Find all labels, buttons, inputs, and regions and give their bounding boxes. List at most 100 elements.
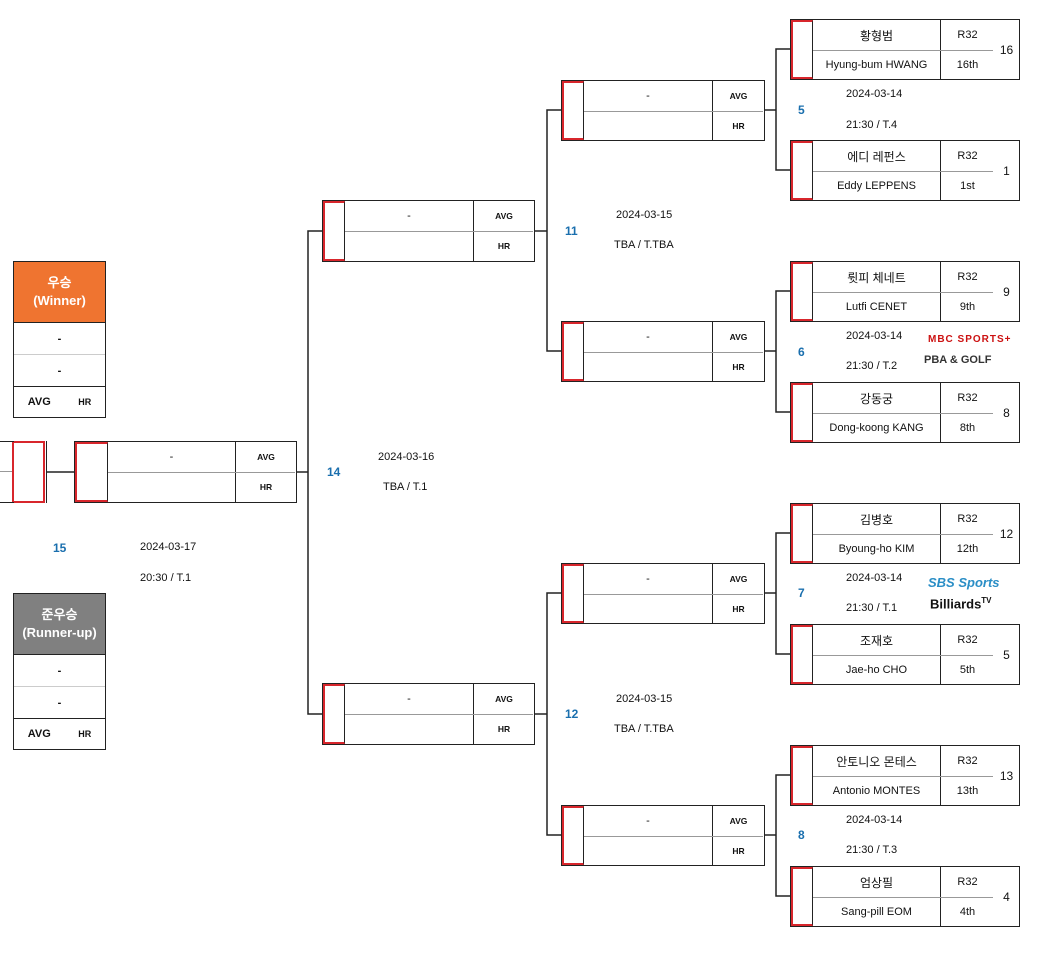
rank-label: 13th xyxy=(940,776,994,806)
player-name-en: Jae-ho CHO xyxy=(845,664,908,676)
match-number: 14 xyxy=(327,465,341,479)
slot-name: - xyxy=(407,210,411,222)
sf-slot-2[interactable]: - AVG HR xyxy=(322,683,535,745)
slot-name: - xyxy=(646,90,650,102)
player-slot-7[interactable]: 안토니오 몬테스 Antonio MONTES R32 13th xyxy=(790,745,995,806)
round-label: R32 xyxy=(940,20,994,50)
sf-slot-1[interactable]: - AVG HR xyxy=(322,200,535,262)
avg-label: AVG xyxy=(473,201,534,231)
hr-label: HR xyxy=(712,836,764,866)
rank-label: 5th xyxy=(940,655,994,685)
runnerup-hr-label: HR xyxy=(78,729,92,739)
player-slot-4[interactable]: 강동궁 Dong-koong KANG R32 8th xyxy=(790,382,995,443)
rank-label: 9th xyxy=(940,292,994,322)
seed-number: 4 xyxy=(994,866,1020,927)
pba-golf-logo: PBA & GOLF xyxy=(924,354,992,366)
player-name-kr: 조재호 xyxy=(859,633,894,648)
match-number: 11 xyxy=(565,224,578,238)
player-name-kr: 륏피 체네트 xyxy=(847,270,906,285)
avg-label: AVG xyxy=(712,81,764,111)
match-date: 2024-03-14 xyxy=(846,330,903,342)
slot-name: - xyxy=(646,331,650,343)
player-name-kr: 에디 레펀스 xyxy=(847,149,906,164)
player-name-en: Antonio MONTES xyxy=(832,785,921,797)
avg-label: AVG xyxy=(235,442,296,472)
slot-name: - xyxy=(407,693,411,705)
match-time: 20:30 / T.1 xyxy=(140,572,192,584)
match-date: 2024-03-17 xyxy=(140,541,197,553)
player-slot-8[interactable]: 엄상필 Sang-pill EOM R32 4th xyxy=(790,866,995,927)
match-date: 2024-03-15 xyxy=(616,209,673,221)
slot-name: - xyxy=(646,815,650,827)
round-label: R32 xyxy=(940,141,994,171)
winner-card: 우승 (Winner) - - AVG HR xyxy=(13,261,106,418)
round-label: R32 xyxy=(940,262,994,292)
match-number: 5 xyxy=(798,103,805,117)
player-slot-3[interactable]: 륏피 체네트 Lutfi CENET R32 9th xyxy=(790,261,995,322)
match-date: 2024-03-14 xyxy=(846,88,903,100)
seed-number: 12 xyxy=(994,503,1020,564)
round-label: R32 xyxy=(940,746,994,776)
match-date: 2024-03-16 xyxy=(378,451,435,463)
player-name-kr: 김병호 xyxy=(859,512,894,527)
rank-label: 1st xyxy=(940,171,994,201)
player-slot-2[interactable]: 에디 레펀스 Eddy LEPPENS R32 1st xyxy=(790,140,995,201)
winner-avg-label: AVG xyxy=(27,396,51,408)
player-name-en: Lutfi CENET xyxy=(845,301,908,313)
runnerup-name-en: - xyxy=(14,686,105,718)
billiards-tv-logo: BilliardsTV xyxy=(930,596,992,611)
rank-label: 8th xyxy=(940,413,994,443)
winner-name-en: - xyxy=(14,354,105,386)
match-number: 12 xyxy=(565,707,579,721)
match-number: 15 xyxy=(53,541,67,555)
hr-label: HR xyxy=(473,231,534,261)
avg-label: AVG xyxy=(712,564,764,594)
runnerup-title: 준우승 (Runner-up) xyxy=(14,594,105,654)
player-name-kr: 안토니오 몬테스 xyxy=(836,754,917,769)
player-name-kr: 황형범 xyxy=(859,28,894,43)
player-slot-6[interactable]: 조재호 Jae-ho CHO R32 5th xyxy=(790,624,995,685)
player-slot-5[interactable]: 김병호 Byoung-ho KIM R32 12th xyxy=(790,503,995,564)
tv-logo-text: TV xyxy=(981,596,992,605)
seed-number: 9 xyxy=(994,261,1020,322)
match-number: 6 xyxy=(798,345,805,359)
seed-number: 5 xyxy=(994,624,1020,685)
round-label: R32 xyxy=(940,504,994,534)
player-name-en: Eddy LEPPENS xyxy=(837,180,916,192)
rank-label: 12th xyxy=(940,534,994,564)
match-time: TBA / T.TBA xyxy=(614,239,674,251)
hr-label: HR xyxy=(712,352,764,382)
match-time: 21:30 / T.4 xyxy=(846,119,898,131)
avg-label: AVG xyxy=(712,322,764,352)
seed-number: 16 xyxy=(994,19,1020,80)
runnerup-name-kr: - xyxy=(14,654,105,686)
qf-slot-1[interactable]: - AVG HR xyxy=(561,80,765,141)
slot-name: - xyxy=(169,451,174,463)
seed-number: 8 xyxy=(994,382,1020,443)
seed-number: 13 xyxy=(994,745,1020,806)
round-label: R32 xyxy=(940,867,994,897)
mbc-sports-logo: MBC SPORTS+ xyxy=(928,334,1012,345)
avg-label: AVG xyxy=(473,684,534,714)
qf-slot-2[interactable]: - AVG HR xyxy=(561,321,765,382)
billiards-logo-text: Billiards xyxy=(930,596,982,612)
winner-title: 우승 (Winner) xyxy=(14,262,105,322)
player-name-en: Byoung-ho KIM xyxy=(838,543,915,555)
match-time: 21:30 / T.1 xyxy=(846,602,898,614)
final-slot-left[interactable] xyxy=(0,441,47,503)
player-slot-1[interactable]: 황형범 Hyung-bum HWANG R32 16th xyxy=(790,19,995,80)
runnerup-avg-label: AVG xyxy=(27,728,51,740)
slot-name: - xyxy=(646,573,650,585)
final-slot-right[interactable]: - AVG HR xyxy=(74,441,297,503)
match-number: 8 xyxy=(798,828,805,842)
match-time: TBA / T.TBA xyxy=(614,723,674,735)
sbs-sports-logo: SBS Sports xyxy=(928,575,1000,590)
match-time: 21:30 / T.2 xyxy=(846,360,898,372)
rank-label: 4th xyxy=(940,897,994,927)
qf-slot-3[interactable]: - AVG HR xyxy=(561,563,765,624)
rank-label: 16th xyxy=(940,50,994,80)
qf-slot-4[interactable]: - AVG HR xyxy=(561,805,765,866)
player-name-en: Dong-koong KANG xyxy=(829,422,924,434)
round-label: R32 xyxy=(940,625,994,655)
